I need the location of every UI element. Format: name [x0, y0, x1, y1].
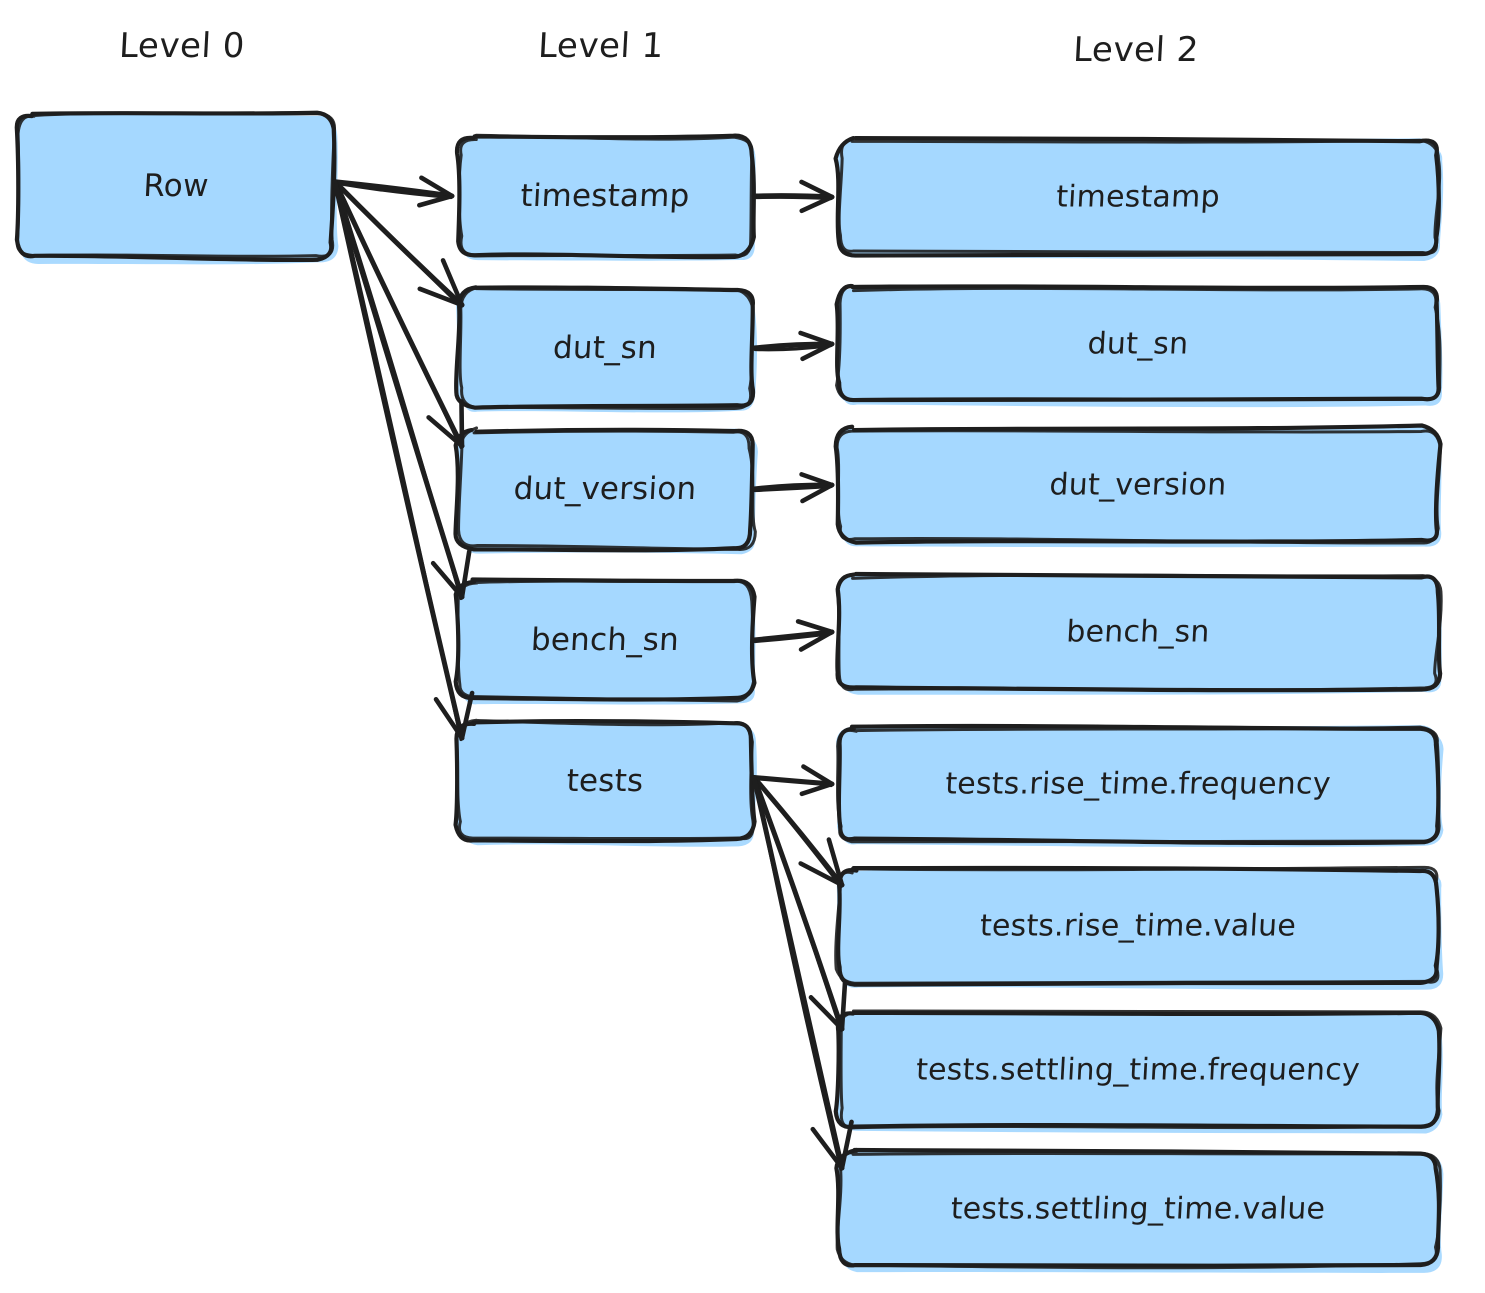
node-shape-l1-timestamp — [454, 133, 756, 261]
edge-e-row-timestamp — [332, 175, 455, 208]
node-shape-l2-bench-sn — [835, 571, 1443, 695]
edge-e-row-bench-sn — [332, 179, 472, 601]
node-l1-bench-sn[interactable] — [458, 581, 752, 699]
edge-arrows-group — [332, 175, 854, 1172]
node-shape-l2-dut-sn — [834, 283, 1443, 408]
node-row[interactable] — [18, 114, 333, 258]
node-shape-l1-tests — [453, 718, 757, 847]
node-shape-row — [14, 110, 339, 265]
edge-e-tests-rise-val — [751, 774, 845, 889]
node-shape-l2-rise-frequency — [836, 723, 1444, 848]
node-l2-dut-sn[interactable] — [838, 287, 1438, 401]
edge-e-tests-set-val — [751, 774, 854, 1172]
node-l2-rise-value[interactable] — [838, 869, 1438, 983]
node-l2-timestamp[interactable] — [838, 140, 1438, 254]
edge-e-bsn-bsn — [751, 619, 835, 652]
edge-e-tests-rise-freq — [751, 764, 835, 797]
node-shapes-group — [14, 110, 1444, 1273]
node-shape-l2-dut-version — [833, 423, 1443, 548]
edge-e-ts-ts — [751, 179, 835, 214]
edge-e-dsn-dsn — [751, 330, 835, 362]
node-shape-l2-timestamp — [833, 135, 1444, 261]
edge-e-dv-dv — [751, 472, 835, 504]
node-shape-l1-dut-sn — [454, 285, 758, 413]
node-l2-rise-frequency[interactable] — [838, 727, 1438, 841]
node-shape-l2-settling-frequency — [833, 1009, 1443, 1134]
column-heading-level-2: Level 2 — [1072, 30, 1200, 70]
node-shape-l1-dut-version — [453, 426, 758, 555]
edge-e-row-dut-version — [332, 179, 465, 450]
node-l2-settling-value[interactable] — [838, 1152, 1438, 1266]
node-l1-timestamp[interactable] — [458, 137, 752, 255]
node-shape-l2-rise-value — [834, 865, 1444, 990]
node-l2-dut-version[interactable] — [838, 428, 1438, 542]
node-shape-l2-settling-value — [834, 1147, 1444, 1273]
node-l2-settling-frequency[interactable] — [838, 1013, 1438, 1127]
edge-e-row-dut-sn — [332, 179, 465, 309]
column-heading-level-0: Level 0 — [118, 26, 246, 66]
edge-e-tests-set-freq — [751, 774, 848, 1033]
node-l2-bench-sn[interactable] — [838, 575, 1438, 689]
node-l1-dut-sn[interactable] — [458, 289, 752, 407]
edge-e-row-tests — [332, 179, 475, 742]
node-l1-dut-version[interactable] — [458, 430, 752, 548]
node-l1-tests[interactable] — [458, 722, 752, 840]
node-shape-l1-bench-sn — [453, 577, 757, 705]
column-heading-level-1: Level 1 — [537, 26, 665, 66]
